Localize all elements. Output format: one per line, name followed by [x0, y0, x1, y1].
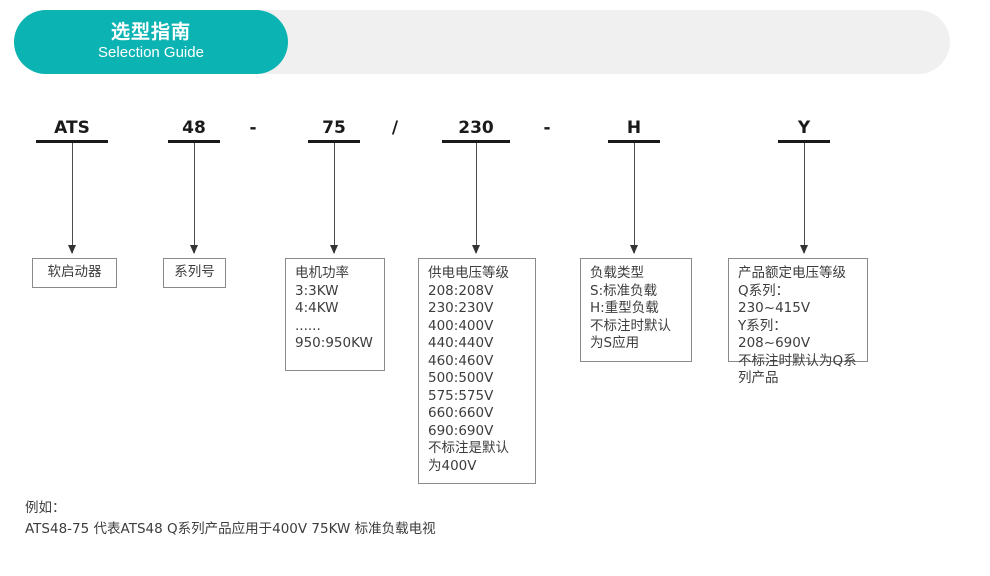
code-segment-h-label: H [626, 118, 642, 138]
code-segment-75-label: 75 [322, 118, 346, 138]
code-separator-dash-1-label: - [249, 118, 257, 138]
code-separator-dash-1: - [240, 118, 266, 138]
code-separator-slash-label: / [391, 118, 399, 138]
code-segment-75-underline [308, 140, 360, 143]
box-rated-voltage: 产品额定电压等级 Q系列：230~415V Y系列：208~690V 不标注时默… [728, 258, 868, 386]
code-segment-h-underline [608, 140, 660, 143]
footer-line-1: 例如： [25, 500, 66, 516]
footer-line-2: ATS48-75 代表ATS48 Q系列产品应用于400V 75KW 标准负载电… [25, 521, 436, 537]
footer-example: 例如： ATS48-75 代表ATS48 Q系列产品应用于400V 75KW 标… [25, 498, 436, 540]
box-soft-starter: 软启动器 [32, 258, 117, 288]
header-title-en: Selection Guide [98, 44, 204, 62]
code-segment-230-label: 230 [458, 118, 494, 138]
code-segment-230: 230 [442, 118, 510, 143]
code-segment-48-underline [168, 140, 220, 143]
arrow-to-supply-voltage [472, 143, 480, 254]
code-separator-dash-2: - [534, 118, 560, 138]
arrow-to-series-number [190, 143, 198, 254]
arrow-to-motor-power [330, 143, 338, 254]
code-segment-ats-underline [36, 140, 108, 143]
header-pill: 选型指南 Selection Guide [14, 10, 288, 74]
code-segment-y-label: Y [797, 118, 811, 138]
code-segment-75: 75 [308, 118, 360, 143]
code-segment-ats-label: ATS [54, 118, 90, 138]
code-segment-h: H [608, 118, 660, 143]
arrow-to-soft-starter [68, 143, 76, 254]
box-series-number: 系列号 [163, 258, 226, 288]
box-load-type: 负载类型 S:标准负载 H:重型负载 不标注时默认 为S应用 [580, 258, 692, 362]
arrow-to-load-type [630, 143, 638, 254]
code-segment-ats: ATS [36, 118, 108, 143]
code-segment-48: 48 [168, 118, 220, 143]
arrow-to-rated-voltage [800, 143, 808, 254]
header-title-cn: 选型指南 [110, 21, 191, 43]
code-segment-230-underline [442, 140, 510, 143]
code-separator-dash-2-label: - [543, 118, 551, 138]
code-segment-y-underline [778, 140, 830, 143]
box-motor-power: 电机功率 3:3KW 4:4KW ...... 950:950KW [285, 258, 385, 371]
box-supply-voltage: 供电电压等级 208:208V 230:230V 400:400V 440:44… [418, 258, 536, 484]
code-segment-y: Y [778, 118, 830, 143]
code-separator-slash: / [382, 118, 408, 138]
code-segment-48-label: 48 [182, 118, 206, 138]
